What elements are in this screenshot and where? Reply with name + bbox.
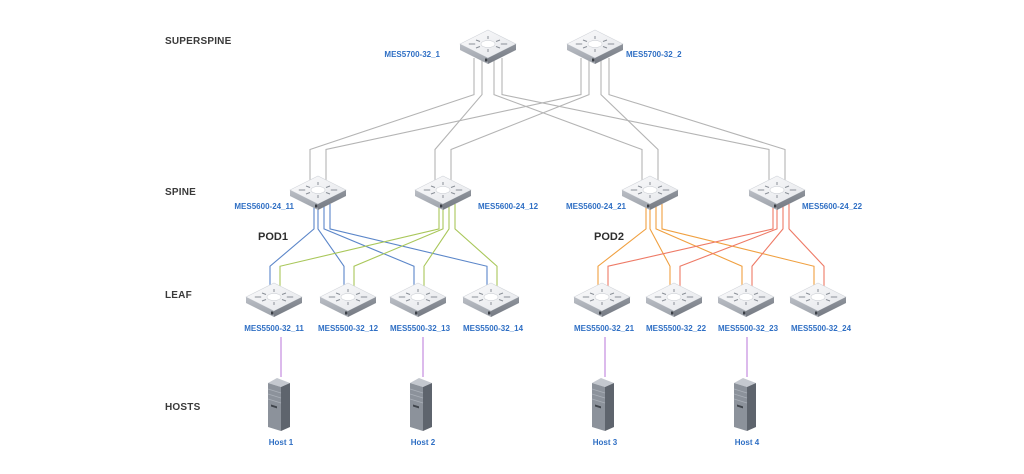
device-label-sp11: MES5600-24_11 — [234, 202, 294, 211]
link-ss1-sp22 — [501, 58, 770, 180]
device-label-lf12: MES5500-32_12 — [318, 324, 379, 333]
switch-lf14[interactable] — [462, 282, 520, 317]
link-sp22-lf21 — [607, 204, 774, 287]
network-switch-icon — [245, 282, 303, 317]
switch-lf13[interactable] — [389, 282, 447, 317]
link-ss1-sp12 — [434, 58, 483, 180]
link-sp22-lf24 — [788, 204, 825, 287]
link-sp12-lf13 — [423, 204, 450, 287]
link-ss2-sp11 — [325, 58, 582, 180]
network-switch-icon — [389, 282, 447, 317]
device-label-lf14: MES5500-32_14 — [463, 324, 524, 333]
link-sp22-lf22 — [679, 204, 778, 287]
switch-sp21[interactable] — [621, 175, 679, 210]
link-sp11-lf12 — [317, 204, 345, 287]
link-sp12-lf12 — [353, 204, 444, 287]
switch-sp11[interactable] — [289, 175, 347, 210]
host-h2[interactable] — [409, 378, 432, 431]
switch-lf24[interactable] — [789, 282, 847, 317]
device-label-lf24: MES5500-32_24 — [791, 324, 852, 333]
server-tower-icon — [733, 378, 756, 431]
switch-lf12[interactable] — [319, 282, 377, 317]
links-layer — [269, 58, 825, 377]
link-ss2-sp22 — [608, 58, 786, 180]
switch-lf21[interactable] — [573, 282, 631, 317]
device-label-h3: Host 3 — [593, 438, 618, 447]
link-ss2-sp21 — [600, 58, 659, 180]
device-label-lf22: MES5500-32_22 — [646, 324, 707, 333]
switch-ss1[interactable] — [459, 29, 517, 64]
network-switch-icon — [621, 175, 679, 210]
tier-label-leaf: LEAF — [165, 290, 192, 301]
link-sp21-lf24 — [661, 204, 815, 287]
link-sp22-lf23 — [751, 204, 784, 287]
network-switch-icon — [319, 282, 377, 317]
server-tower-icon — [267, 378, 290, 431]
link-sp12-lf11 — [279, 204, 440, 287]
pod-label-pod2: POD2 — [594, 231, 624, 243]
device-label-sp12: MES5600-24_12 — [478, 202, 539, 211]
tier-label-spine: SPINE — [165, 187, 196, 198]
link-sp21-lf22 — [649, 204, 671, 287]
host-h4[interactable] — [733, 378, 756, 431]
link-sp11-lf14 — [329, 204, 488, 287]
host-h3[interactable] — [591, 378, 614, 431]
link-sp11-lf13 — [323, 204, 415, 287]
switch-ss2[interactable] — [566, 29, 624, 64]
switch-sp22[interactable] — [748, 175, 806, 210]
device-label-ss2: MES5700-32_2 — [626, 50, 682, 59]
host-h1[interactable] — [267, 378, 290, 431]
network-switch-icon — [573, 282, 631, 317]
link-sp21-lf23 — [655, 204, 743, 287]
link-sp21-lf21 — [597, 204, 647, 287]
link-sp12-lf14 — [454, 204, 498, 287]
network-switch-icon — [414, 175, 472, 210]
network-switch-icon — [462, 282, 520, 317]
link-ss1-sp11 — [309, 58, 475, 180]
switch-lf22[interactable] — [645, 282, 703, 317]
device-label-ss1: MES5700-32_1 — [384, 50, 440, 59]
network-switch-icon — [748, 175, 806, 210]
server-tower-icon — [591, 378, 614, 431]
switch-sp12[interactable] — [414, 175, 472, 210]
link-sp11-lf11 — [269, 204, 315, 287]
network-switch-icon — [717, 282, 775, 317]
network-switch-icon — [289, 175, 347, 210]
link-ss1-sp21 — [493, 58, 643, 180]
device-label-sp21: MES5600-24_21 — [566, 202, 627, 211]
link-ss2-sp12 — [450, 58, 590, 180]
device-label-lf23: MES5500-32_23 — [718, 324, 779, 333]
device-label-h2: Host 2 — [411, 438, 436, 447]
network-switch-icon — [459, 29, 517, 64]
server-tower-icon — [409, 378, 432, 431]
switch-lf11[interactable] — [245, 282, 303, 317]
device-label-lf11: MES5500-32_11 — [244, 324, 304, 333]
device-label-h4: Host 4 — [735, 438, 760, 447]
tier-label-hosts: HOSTS — [165, 402, 201, 413]
device-label-lf21: MES5500-32_21 — [574, 324, 635, 333]
device-label-sp22: MES5600-24_22 — [802, 202, 863, 211]
switch-lf23[interactable] — [717, 282, 775, 317]
device-label-lf13: MES5500-32_13 — [390, 324, 451, 333]
tier-label-superspine: SUPERSPINE — [165, 36, 232, 47]
network-switch-icon — [566, 29, 624, 64]
pod-label-pod1: POD1 — [258, 231, 288, 243]
network-switch-icon — [789, 282, 847, 317]
network-switch-icon — [645, 282, 703, 317]
device-label-h1: Host 1 — [269, 438, 294, 447]
